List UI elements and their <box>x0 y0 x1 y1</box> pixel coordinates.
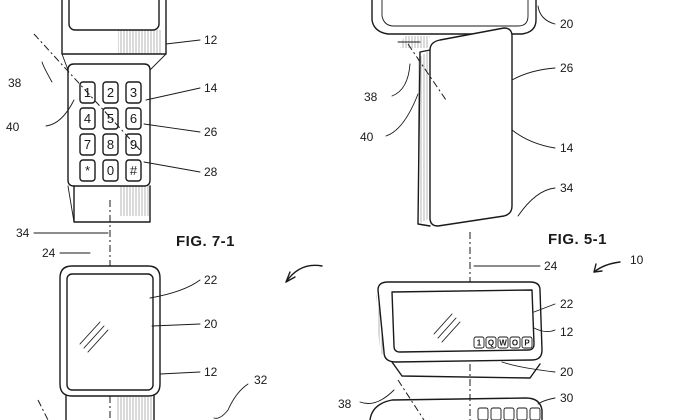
svg-text:0: 0 <box>107 163 114 178</box>
svg-text:7: 7 <box>84 137 91 152</box>
label-20-a: 20 <box>204 317 218 331</box>
lower-right-keyboard-base <box>370 398 542 420</box>
label-12-c: 12 <box>560 325 574 339</box>
rotation-arrow-icon <box>286 265 322 282</box>
label-32: 32 <box>254 373 268 387</box>
fig-5-1-title: FIG. 5-1 <box>548 231 607 248</box>
svg-text:5: 5 <box>107 111 114 126</box>
fig-7-1-drawing: 1 2 3 4 5 6 7 8 9 * 0 # <box>34 0 166 266</box>
lower-left-device <box>38 266 160 420</box>
label-38-a: 38 <box>8 76 22 90</box>
svg-text:6: 6 <box>130 111 137 126</box>
label-12-b: 12 <box>204 365 218 379</box>
fig-5-1-drawing <box>372 0 540 296</box>
svg-text:O: O <box>512 339 518 348</box>
label-22-b: 22 <box>560 297 574 311</box>
label-24-a: 24 <box>42 246 56 260</box>
svg-text:Q: Q <box>488 339 494 348</box>
svg-text:W: W <box>499 339 507 348</box>
label-38-b: 38 <box>364 90 378 104</box>
lower-right-hinge <box>392 362 540 378</box>
mini-key-w: W <box>498 337 508 348</box>
label-20-c: 20 <box>560 365 574 379</box>
label-26-b: 26 <box>560 61 574 75</box>
label-28: 28 <box>204 165 218 179</box>
label-30: 30 <box>560 391 574 405</box>
svg-text:#: # <box>130 163 138 178</box>
label-40-a: 40 <box>6 120 20 134</box>
label-22-a: 22 <box>204 273 218 287</box>
label-14-b: 14 <box>560 141 574 155</box>
label-24-b: 24 <box>544 259 558 273</box>
fig-7-1-title: FIG. 7-1 <box>176 233 235 250</box>
label-40-b: 40 <box>360 130 374 144</box>
label-34-b: 34 <box>560 181 574 195</box>
svg-text:3: 3 <box>130 85 137 100</box>
svg-text:2: 2 <box>107 85 114 100</box>
svg-text:1: 1 <box>477 339 482 348</box>
arrow-10-icon <box>594 262 620 272</box>
svg-text:*: * <box>85 163 90 178</box>
keypad-bottom-edge <box>68 186 74 222</box>
keypad-side-shading <box>120 186 150 216</box>
label-26-a: 26 <box>204 125 218 139</box>
label-10: 10 <box>630 253 644 267</box>
label-20-b: 20 <box>560 17 574 31</box>
label-12-a: 12 <box>204 33 218 47</box>
svg-text:P: P <box>524 339 530 348</box>
svg-text:4: 4 <box>84 111 91 126</box>
lower-right-device: 1 Q W O P <box>370 262 620 420</box>
hinge-shading <box>118 30 162 54</box>
base-keys <box>478 408 540 420</box>
svg-text:9: 9 <box>130 137 137 152</box>
label-14-a: 14 <box>204 81 218 95</box>
svg-text:8: 8 <box>107 137 114 152</box>
pivot-axis-lower <box>38 400 48 420</box>
label-34-a: 34 <box>16 226 30 240</box>
label-38-c: 38 <box>338 397 352 411</box>
